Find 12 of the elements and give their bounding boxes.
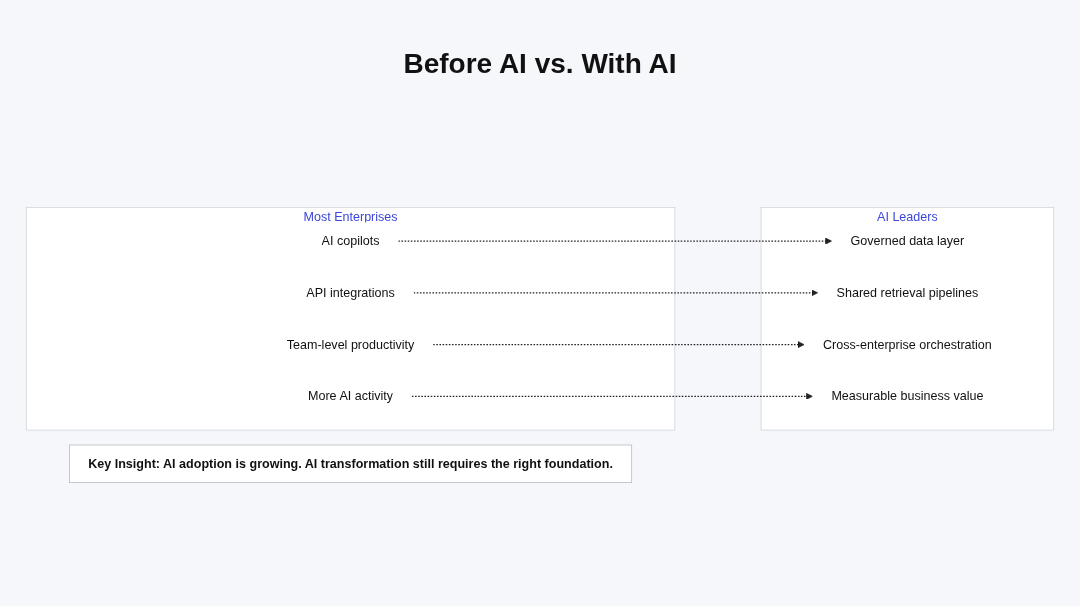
node-box: Key Insight: AI adoption is growing. AI transformation still requires the right foundation. — [69, 444, 633, 483]
arrow — [413, 289, 819, 297]
node-text: Measurable business value — [831, 389, 984, 403]
node-text: Team-level productivity — [286, 337, 415, 351]
node-text: API integrations — [306, 285, 395, 300]
node-text: Cross-enterprise orchestration — [823, 337, 992, 351]
arrow — [411, 392, 813, 400]
diagram-title: Before AI vs. With AI — [402, 48, 678, 80]
node-text: More AI activity — [308, 389, 394, 403]
node-text: Shared retrieval pipelines — [836, 285, 979, 300]
node-text: AI copilots — [321, 234, 380, 248]
node-text: Governed data layer — [850, 234, 965, 248]
